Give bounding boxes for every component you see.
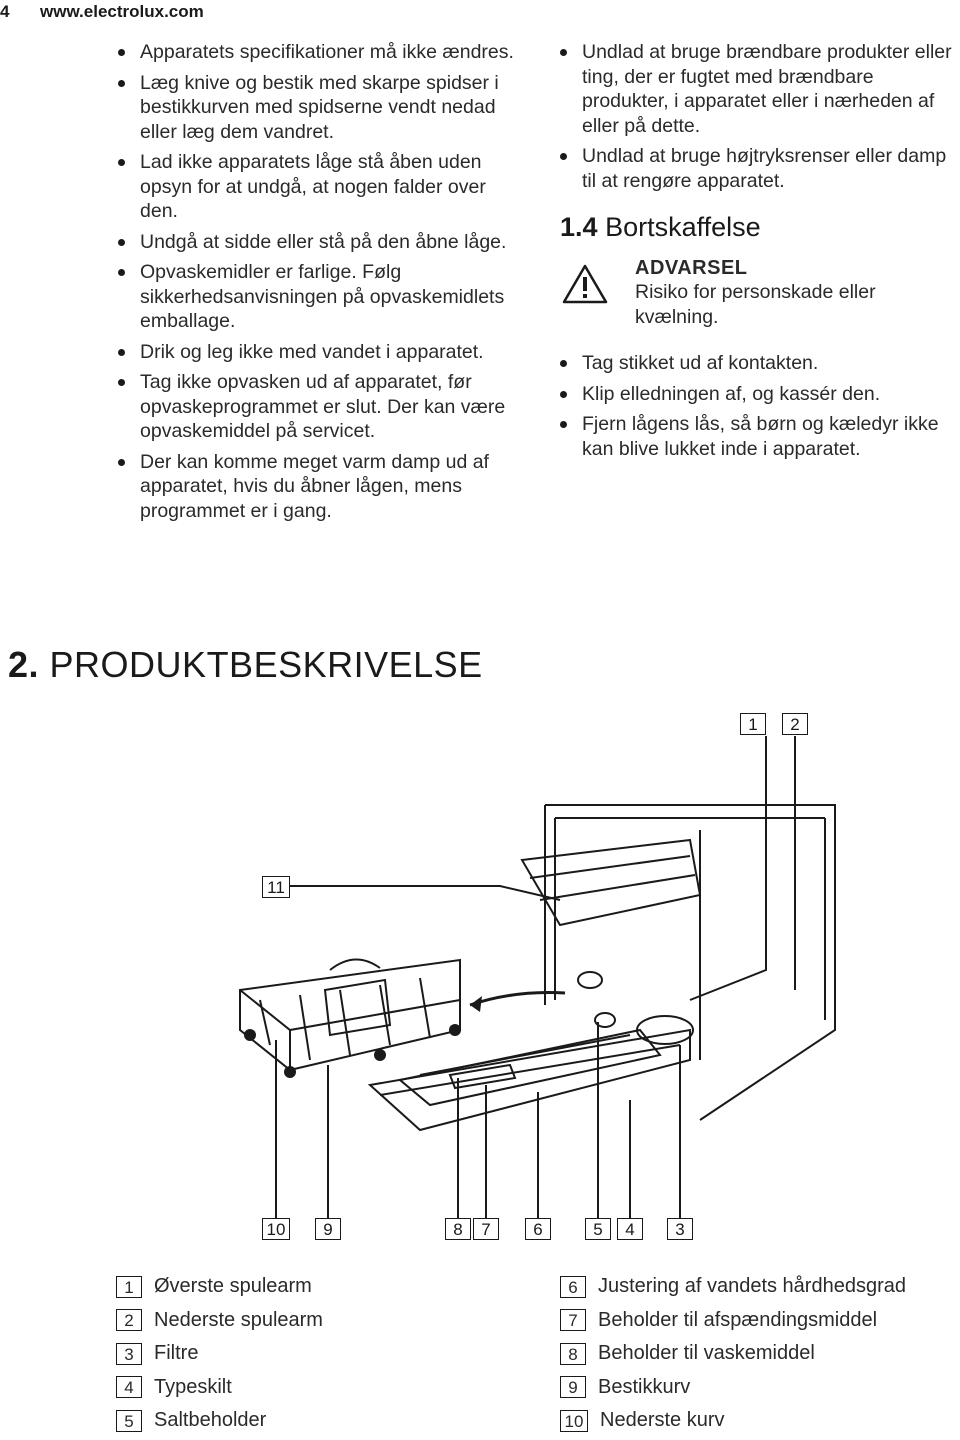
legend-label: Øverste spulearm — [154, 1275, 312, 1298]
callout-11: 11 — [262, 876, 290, 898]
warning-box: ADVARSEL Risiko for personskade eller kv… — [560, 256, 960, 330]
section-number: 1.4 — [560, 212, 598, 242]
callout-9: 9 — [315, 1218, 341, 1240]
legend-number: 6 — [560, 1275, 586, 1298]
callout-6: 6 — [525, 1218, 551, 1240]
legend-row: 8 Beholder til vaskemiddel — [560, 1337, 906, 1371]
chapter-title: 2. PRODUKTBESKRIVELSE — [8, 644, 483, 686]
legend-number: 8 — [560, 1342, 586, 1365]
legend-number: 1 — [116, 1275, 142, 1298]
list-item: Klip elledningen af, og kassér den. — [560, 382, 960, 407]
callout-10: 10 — [262, 1218, 290, 1240]
callout-1: 1 — [740, 713, 766, 735]
list-item: Undgå at sidde eller stå på den åbne låg… — [118, 230, 528, 255]
warning-text: Risiko for personskade eller kvælning. — [635, 281, 876, 328]
legend-label: Justering af vandets hårdhedsgrad — [598, 1275, 906, 1298]
legend-label: Nederste spulearm — [154, 1308, 323, 1331]
legend-label: Typeskilt — [154, 1375, 232, 1398]
legend-label: Filtre — [154, 1342, 199, 1365]
dishwasher-diagram — [239, 736, 836, 1220]
legend-row: 9 Bestikkurv — [560, 1371, 906, 1405]
list-item: Undlad at bruge brændbare produkter elle… — [560, 40, 960, 138]
callout-5: 5 — [585, 1218, 611, 1240]
legend-number: 9 — [560, 1376, 586, 1399]
warning-triangle-icon — [562, 264, 608, 303]
legend-row: 2 Nederste spulearm — [116, 1304, 323, 1338]
list-item: Tag stikket ud af kontakten. — [560, 351, 960, 376]
left-column: Apparatets specifikationer må ikke ændre… — [118, 40, 528, 529]
legend-label: Beholder til vaskemiddel — [598, 1342, 815, 1365]
legend-row: 5 Saltbeholder — [116, 1404, 323, 1438]
section-title: Bortskaffelse — [605, 212, 761, 242]
chapter-number: 2. — [8, 644, 40, 685]
page-number: 4 — [0, 2, 10, 21]
callout-7: 7 — [473, 1218, 499, 1240]
callout-2: 2 — [782, 713, 808, 735]
legend-number: 7 — [560, 1309, 586, 1332]
legend-label: Beholder til afspændingsmiddel — [598, 1308, 878, 1331]
list-item: Undlad at bruge højtryksrenser eller dam… — [560, 144, 960, 193]
right-column: Undlad at bruge brændbare produkter elle… — [560, 40, 960, 467]
legend-row: 7 Beholder til afspændingsmiddel — [560, 1304, 906, 1338]
legend-row: 4 Typeskilt — [116, 1371, 323, 1405]
legend-row: 3 Filtre — [116, 1337, 323, 1371]
legend-label: Bestikkurv — [598, 1375, 691, 1398]
safety-list: Apparatets specifikationer må ikke ændre… — [118, 40, 528, 523]
list-item: Opvaskemidler er farlige. Følg sikkerhed… — [118, 260, 528, 334]
callout-4: 4 — [617, 1218, 643, 1240]
legend-row: 10 Nederste kurv — [560, 1404, 906, 1438]
legend-left: 1 Øverste spulearm 2 Nederste spulearm 3 Fi… — [116, 1270, 323, 1438]
list-item: Lad ikke apparatets låge stå åben uden o… — [118, 150, 528, 224]
legend-label: Nederste kurv — [600, 1409, 725, 1432]
section-heading: 1.4 Bortskaffelse — [560, 212, 960, 242]
legend-number: 3 — [116, 1342, 142, 1365]
safety-list-continued: Undlad at bruge brændbare produkter elle… — [560, 40, 960, 193]
legend-number: 4 — [116, 1376, 142, 1399]
legend-label: Saltbeholder — [154, 1409, 267, 1432]
legend-number: 2 — [116, 1309, 142, 1332]
list-item: Læg knive og bestik med skarpe spidser i… — [118, 71, 528, 145]
legend-number: 10 — [560, 1409, 588, 1432]
list-item: Der kan komme meget varm damp ud af appa… — [118, 450, 528, 524]
list-item: Apparatets specifikationer må ikke ændre… — [118, 40, 528, 65]
list-item: Tag ikke opvasken ud af apparatet, før o… — [118, 370, 528, 444]
disposal-list: Tag stikket ud af kontakten. Klip elledn… — [560, 351, 960, 461]
list-item: Drik og leg ikke med vandet i apparatet. — [118, 340, 528, 365]
warning-heading: ADVARSEL — [635, 256, 748, 279]
list-item: Fjern lågens lås, så børn og kæledyr ikk… — [560, 412, 960, 461]
chapter-name: PRODUKTBESKRIVELSE — [49, 644, 483, 685]
legend-number: 5 — [116, 1409, 142, 1432]
legend-row: 1 Øverste spulearm — [116, 1270, 323, 1304]
site-url[interactable]: www.electrolux.com — [40, 2, 204, 21]
callout-8: 8 — [445, 1218, 471, 1240]
callout-3: 3 — [667, 1218, 693, 1240]
legend-row: 6 Justering af vandets hårdhedsgrad — [560, 1270, 906, 1304]
